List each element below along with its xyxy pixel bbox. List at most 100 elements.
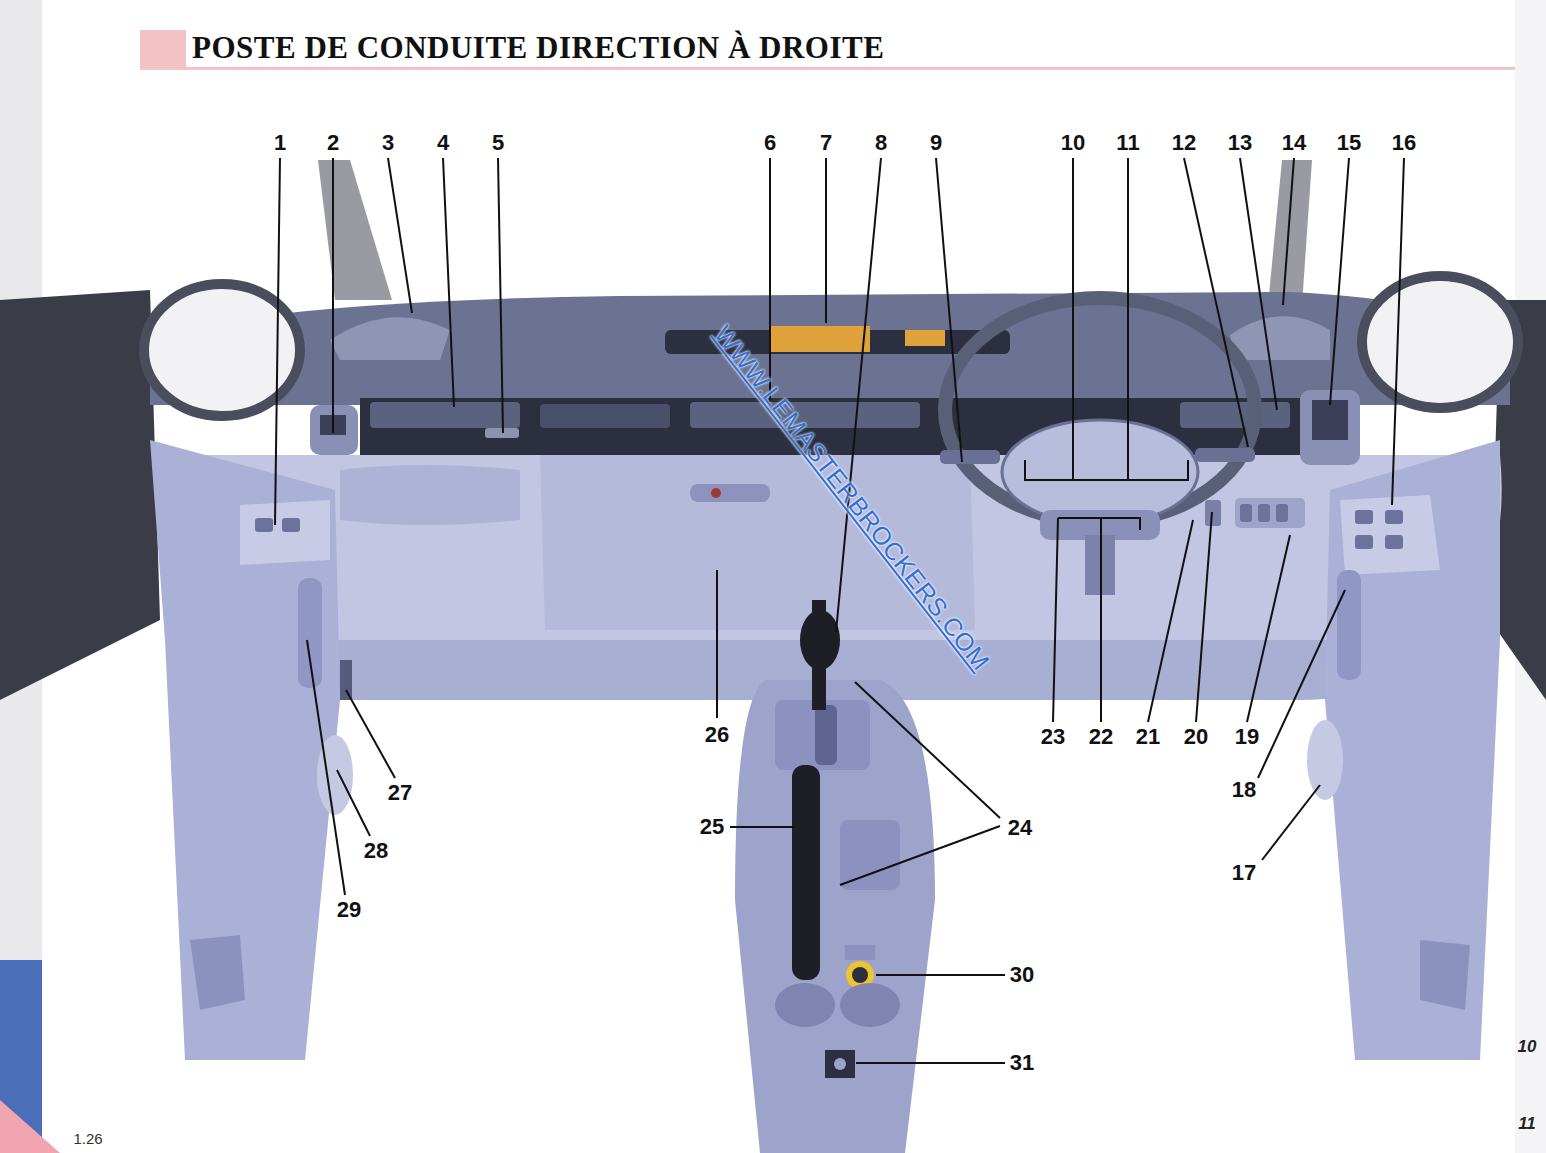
leader-line — [1196, 512, 1212, 722]
leader-line — [769, 158, 771, 402]
callout-number: 18 — [1232, 777, 1256, 803]
callout-number: 2 — [327, 130, 339, 156]
dashboard — [1205, 500, 1221, 526]
callout-number: 20 — [1184, 724, 1208, 750]
dashboard — [711, 488, 721, 498]
callout-number: 21 — [1136, 724, 1160, 750]
leader-line — [1100, 518, 1102, 722]
door-panel — [340, 660, 352, 700]
door-panel — [1325, 440, 1500, 1060]
steering-wheel — [940, 298, 1255, 595]
callout-number: 4 — [437, 130, 449, 156]
door-panel — [1355, 510, 1373, 524]
center-console — [825, 1050, 855, 1078]
door-panel — [150, 440, 340, 1060]
center-console — [840, 983, 900, 1027]
callout-number: 14 — [1282, 130, 1306, 156]
dashboard — [905, 330, 945, 346]
dashboard — [370, 402, 520, 428]
leader-line — [388, 158, 412, 313]
callout-number: 26 — [705, 722, 729, 748]
callout-number: 1 — [274, 130, 286, 156]
callout-number: 7 — [820, 130, 832, 156]
leader-line — [936, 158, 962, 462]
callout-number: 22 — [1089, 724, 1113, 750]
dashboard — [1258, 504, 1270, 522]
dashboard — [690, 484, 770, 502]
door-panel — [298, 578, 322, 688]
a-pillar — [1268, 160, 1312, 305]
leader-line — [1330, 158, 1349, 405]
center-console — [735, 680, 935, 1153]
callout-number: 27 — [388, 780, 412, 806]
leader-line — [840, 826, 1000, 885]
steering-wheel — [1002, 420, 1198, 524]
leader-line — [1262, 785, 1320, 860]
callout-number: 24 — [1008, 815, 1032, 841]
leader-line — [337, 770, 370, 836]
page-title: POSTE DE CONDUITE DIRECTION À DROITE — [192, 30, 884, 66]
dashboard — [540, 404, 670, 428]
door-panel — [1307, 720, 1343, 800]
leader-line — [730, 826, 795, 828]
callout-number: 6 — [764, 130, 776, 156]
dashboard — [1312, 400, 1348, 440]
leader-line — [275, 158, 1404, 1063]
door-panel — [282, 518, 300, 532]
leader-line — [443, 158, 454, 407]
leader-line — [1072, 158, 1074, 480]
leader-line — [1283, 158, 1294, 305]
steering-wheel — [1195, 448, 1255, 462]
callout-number: 13 — [1228, 130, 1252, 156]
leader-line — [275, 158, 280, 525]
dashboard — [150, 292, 1510, 700]
center-console — [775, 700, 870, 770]
dashboard — [150, 292, 1510, 405]
door-panel — [1355, 535, 1373, 549]
dashboard — [340, 465, 520, 525]
leader-line — [498, 158, 503, 433]
dashboard — [1276, 504, 1288, 522]
callout-number: 23 — [1041, 724, 1065, 750]
callout-number: 15 — [1337, 130, 1361, 156]
dashboard — [1180, 402, 1290, 428]
callout-number: 28 — [364, 838, 388, 864]
margin-text: 11 — [1518, 1114, 1536, 1134]
a-pillar — [0, 290, 160, 700]
center-console — [845, 945, 875, 960]
leader-line — [1127, 158, 1129, 480]
page-decor — [140, 30, 186, 70]
leader-line — [1247, 535, 1290, 722]
callout-number: 9 — [930, 130, 942, 156]
callout-number: 10 — [1061, 130, 1085, 156]
leader-line — [856, 1062, 1005, 1064]
center-console — [834, 1058, 846, 1070]
leader-line — [1025, 460, 1188, 480]
dashboard — [770, 326, 870, 352]
callout-number: 11 — [1116, 130, 1139, 156]
dashboard — [330, 317, 450, 360]
center-console — [775, 983, 835, 1027]
leader-line — [876, 974, 1005, 976]
door-panel — [1420, 940, 1470, 1010]
callout-number: 29 — [337, 897, 361, 923]
mirror — [1362, 276, 1518, 408]
center-console — [852, 967, 868, 983]
a-pillar — [318, 160, 392, 300]
steering-wheel — [940, 450, 1000, 464]
page-decor — [0, 1100, 60, 1153]
callout-number: 12 — [1172, 130, 1196, 156]
door-panel — [1385, 510, 1403, 524]
callout-number: 25 — [700, 814, 724, 840]
leader-line — [1392, 158, 1404, 505]
page-decor — [186, 67, 1546, 70]
leader-line — [825, 158, 827, 323]
dashboard — [540, 455, 975, 630]
center-console — [800, 610, 840, 670]
margin-text: 10 — [1518, 1037, 1537, 1057]
leader-line — [1184, 158, 1248, 447]
callout-number: 3 — [382, 130, 394, 156]
